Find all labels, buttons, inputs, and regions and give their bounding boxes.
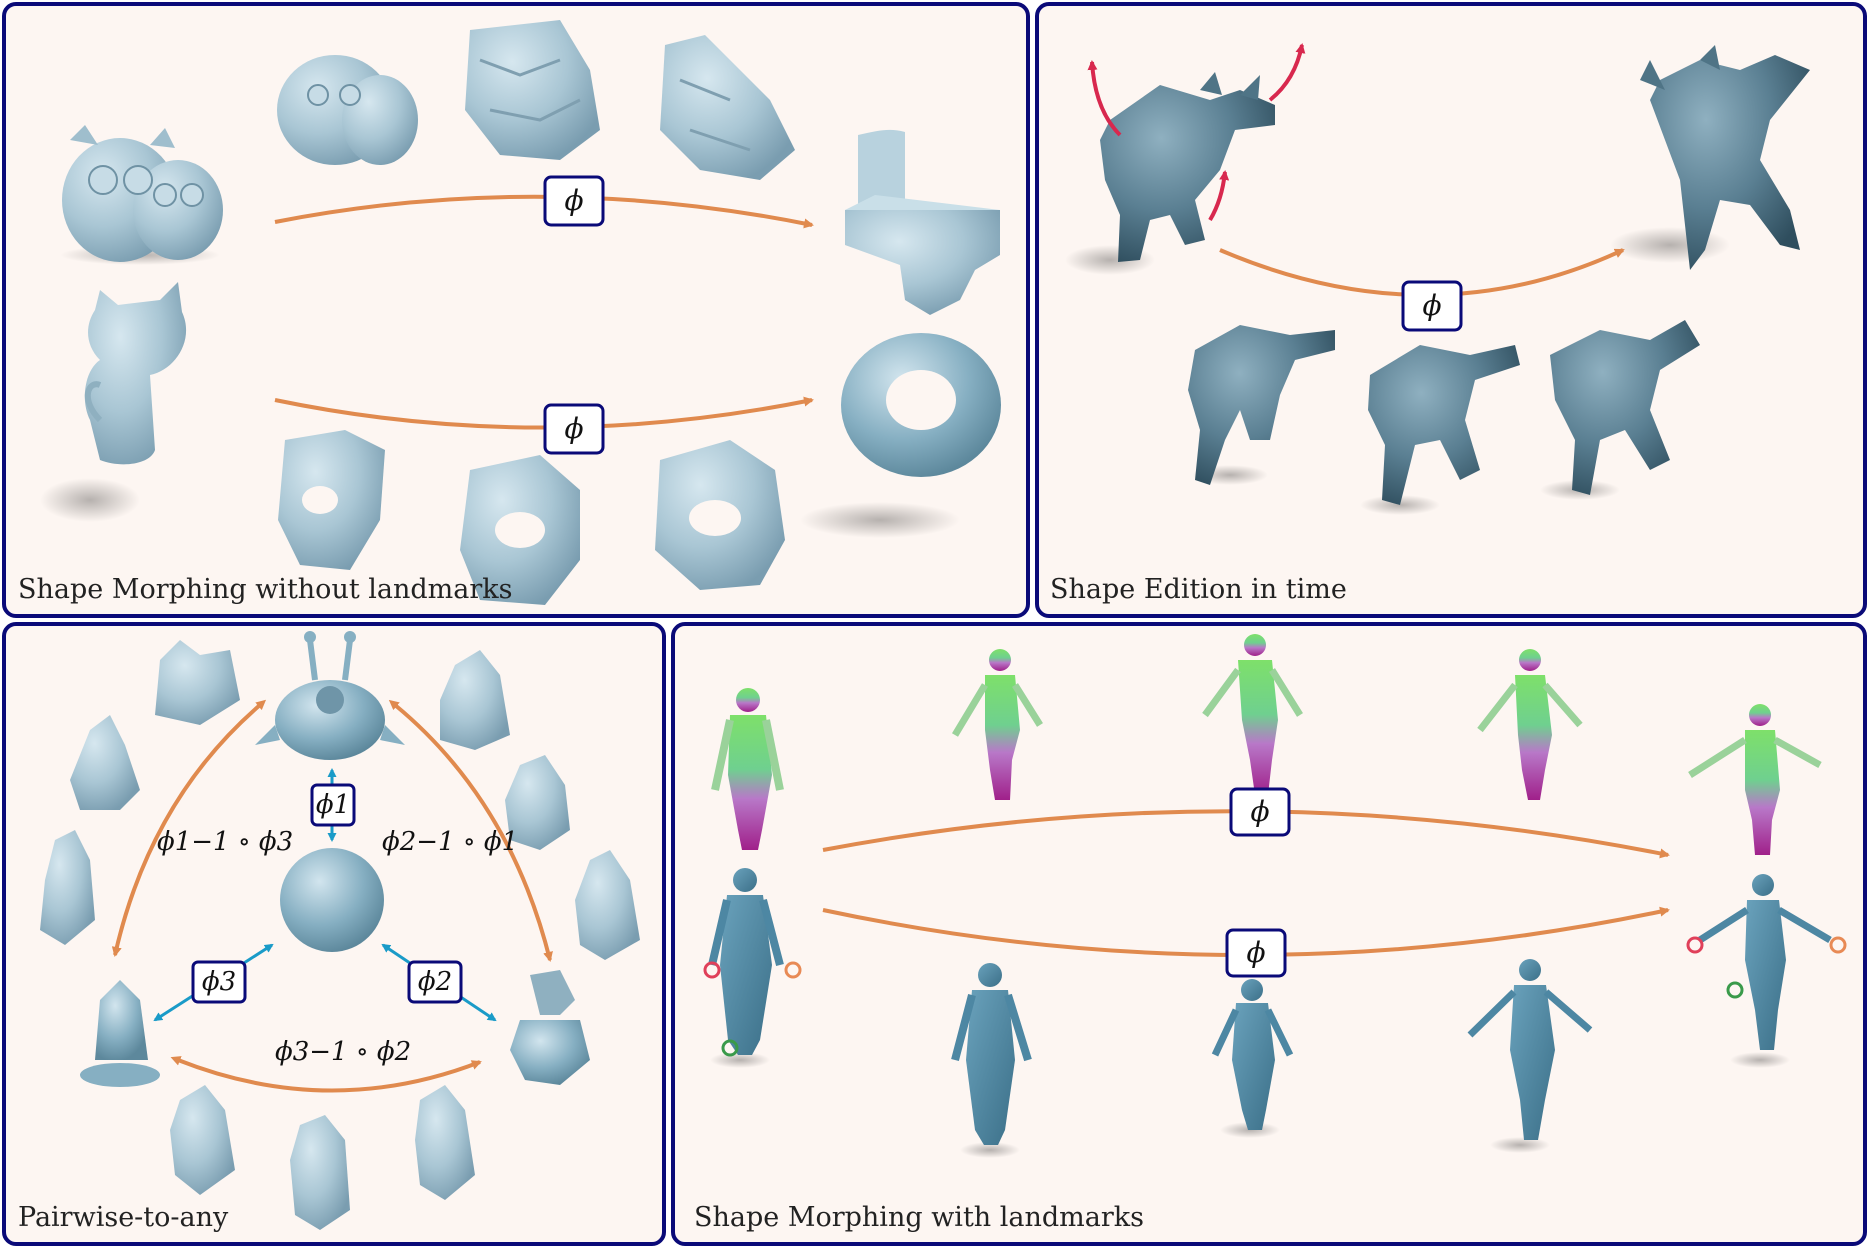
phi-box-edition: ϕ [1401, 280, 1463, 332]
phi2-label: ϕ2 [418, 967, 452, 997]
torus-shape [800, 333, 1001, 538]
panel-label-edition: Shape Edition in time [1050, 574, 1347, 605]
human-blue-2 [1211, 979, 1294, 1138]
human-colored-2 [1202, 634, 1303, 795]
panel-label-pairwise: Pairwise-to-any [18, 1202, 229, 1233]
lowpoly-figure-shape [510, 970, 590, 1085]
phi-label: ϕ [1246, 936, 1265, 969]
human-colored-source [711, 688, 784, 850]
sphere-shape [280, 848, 384, 952]
composition-label-3-2: ϕ3−1 ∘ ϕ2 [275, 1037, 411, 1067]
interp-left-3 [40, 830, 95, 945]
mechanical-part-shape [845, 129, 1000, 315]
panel-label-morph-without: Shape Morphing without landmarks [18, 574, 513, 605]
interp-right-3 [575, 850, 640, 960]
human-blue-target [1686, 874, 1847, 1068]
phi-box-with-bottom: ϕ [1225, 928, 1287, 978]
human-colored-target [1688, 704, 1822, 855]
interp-bottom-2 [290, 1115, 350, 1230]
edit-arrow-left [1087, 60, 1122, 137]
human-blue-source [703, 868, 802, 1068]
armadillo-intermediate-1 [1188, 325, 1335, 485]
composition-label-1-3: ϕ1−1 ∘ ϕ3 [157, 827, 293, 857]
phi-box-bottom: ϕ [543, 403, 605, 455]
cat-shape [40, 282, 187, 522]
human-colored-1 [951, 649, 1043, 800]
phi1-box: ϕ1 [310, 783, 356, 827]
phi-label: ϕ [564, 184, 583, 217]
owls-shape [60, 125, 223, 265]
phi-label: ϕ [1422, 289, 1441, 322]
arc-bottom-pairwise [170, 1056, 482, 1093]
morph-arrow-top [274, 194, 814, 229]
panel-edition: ϕ Shape Edition in time [1050, 43, 1810, 605]
phi-box-top: ϕ [543, 175, 605, 227]
armadillo-source [1065, 72, 1275, 275]
phi3-box: ϕ3 [191, 960, 247, 1004]
top-intermediate-3 [660, 35, 795, 180]
arc-right-pairwise [388, 699, 553, 962]
top-intermediate-1 [277, 55, 418, 165]
phi1-label: ϕ1 [316, 790, 350, 820]
panel-pairwise: ϕ1 ϕ3 ϕ2 ϕ1−1 ∘ ϕ3 ϕ2−1 ∘ ϕ1 ϕ3−1 ∘ ϕ2 P… [18, 631, 640, 1233]
panel-label-morph-with: Shape Morphing with landmarks [694, 1202, 1144, 1233]
alien-shape [255, 631, 405, 760]
interp-bottom-1 [170, 1085, 235, 1195]
morph-arrow-bottom [274, 396, 814, 430]
bottom-intermediate-2 [460, 455, 580, 605]
panel-morph-with: ϕ ϕ Shape Morphing with landmarks [694, 634, 1847, 1233]
phi2-box: ϕ2 [407, 960, 463, 1004]
edit-arrow-foot [1208, 170, 1230, 222]
human-colored-3 [1477, 649, 1583, 800]
edit-arrow-right [1268, 43, 1306, 102]
hooded-figure-shape [80, 980, 160, 1087]
arc-left-pairwise [111, 699, 267, 957]
panel-morph-without: ϕ ϕ Shape Morphing without landmarks [18, 20, 1001, 605]
phi-label: ϕ [564, 412, 583, 445]
human-blue-3 [1467, 959, 1593, 1153]
armadillo-target [1610, 45, 1810, 270]
armadillo-intermediate-2 [1360, 345, 1520, 515]
phi-label: ϕ [1250, 795, 1269, 828]
bottom-intermediate-1 [278, 430, 385, 570]
bottom-intermediate-3 [655, 440, 785, 590]
interp-bottom-3 [415, 1085, 475, 1200]
phi3-label: ϕ3 [202, 967, 236, 997]
human-blue-1 [951, 963, 1032, 1158]
top-intermediate-2 [465, 20, 600, 160]
phi-box-with-top: ϕ [1229, 787, 1291, 837]
composition-label-2-1: ϕ2−1 ∘ ϕ1 [382, 827, 518, 857]
armadillo-intermediate-3 [1540, 320, 1700, 500]
